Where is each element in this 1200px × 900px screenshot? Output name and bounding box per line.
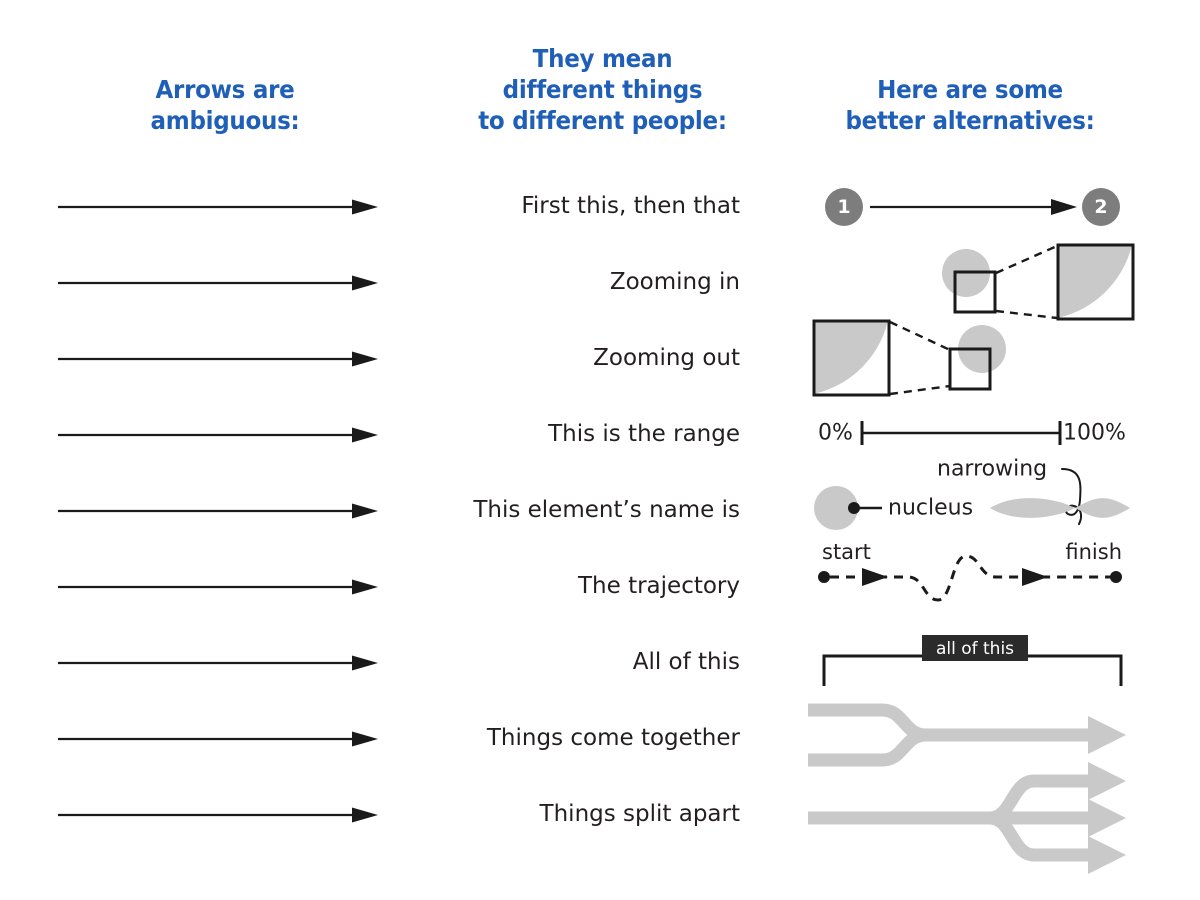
range-max-label: 100% <box>1063 421 1126 446</box>
path-finish-label: finish <box>1065 540 1122 564</box>
column-header-meanings-line3: to different people: <box>478 106 727 135</box>
column-header-alternatives-line2: better alternatives: <box>845 106 1095 135</box>
meaning-label-9: Things split apart <box>539 801 740 827</box>
meaning-label-6: The trajectory <box>578 573 740 599</box>
narrowing-leader-curve <box>1061 468 1083 525</box>
narrowing-lens-shapes <box>990 498 1130 518</box>
span-chip-label: all of this <box>936 639 1014 659</box>
split-arrowhead-top <box>1088 762 1126 800</box>
path-finish-dot <box>1110 571 1122 583</box>
alternative-leader-line-labels: nucleus narrowing <box>800 454 1145 534</box>
column-header-ambiguous: Arrows are ambiguous: <box>73 74 377 136</box>
column-header-ambiguous-line2: ambiguous: <box>150 106 300 135</box>
ambiguous-arrow-8 <box>58 728 378 750</box>
meaning-label-8: Things come together <box>486 725 740 751</box>
zoom-in-detail-frame <box>953 270 997 314</box>
zoom-out-connector-lines <box>889 320 951 396</box>
narrowing-label: narrowing <box>937 457 1047 482</box>
merge-branch-bottom <box>808 728 1090 767</box>
meaning-label-3: Zooming out <box>593 345 740 371</box>
zoom-out-magnified-frame <box>812 319 891 397</box>
path-trajectory-line <box>830 554 1114 602</box>
sequence-arrowhead <box>1051 199 1077 215</box>
ambiguous-arrow-1 <box>58 196 378 218</box>
alternative-merge-arrows <box>800 695 1145 770</box>
split-arrowhead-middle <box>1088 799 1126 837</box>
step-circle-2-label: 2 <box>1094 196 1107 218</box>
meaning-label-5: This element’s name is <box>473 497 740 523</box>
zoom-in-connector-lines <box>995 244 1058 320</box>
alternative-span-bracket: all of this <box>800 630 1145 686</box>
column-header-meanings: They mean different things to different … <box>448 43 756 136</box>
column-header-alternatives: Here are some better alternatives: <box>814 74 1127 136</box>
path-start-label: start <box>822 540 871 564</box>
column-header-meanings-line2: different things <box>502 75 703 104</box>
meaning-label-2: Zooming in <box>609 269 740 295</box>
column-header-ambiguous-line1: Arrows are <box>155 75 295 104</box>
meaning-label-4: This is the range <box>548 421 740 447</box>
split-arrowhead-bottom <box>1088 836 1126 874</box>
ambiguous-arrow-2 <box>58 272 378 294</box>
path-arrowhead-1 <box>862 568 888 586</box>
alternative-zoom-in-callout <box>800 242 1145 321</box>
column-header-alternatives-line1: Here are some <box>877 75 1063 104</box>
range-min-label: 0% <box>818 421 853 446</box>
column-header-meanings-line1: They mean <box>532 44 673 73</box>
alternative-split-arrows <box>800 762 1145 874</box>
ambiguous-arrow-7 <box>58 652 378 674</box>
nucleus-anchor-dot <box>848 502 860 514</box>
path-arrowhead-2 <box>1022 568 1048 586</box>
alternative-dashed-path: start finish <box>800 538 1145 608</box>
step-circle-2 <box>1082 188 1120 226</box>
ambiguous-arrow-6 <box>58 576 378 598</box>
ambiguous-arrow-9 <box>58 804 378 826</box>
ambiguous-arrow-5 <box>58 500 378 522</box>
merge-arrowhead <box>1088 716 1126 754</box>
meaning-label-1: First this, then that <box>521 193 740 219</box>
ambiguous-arrow-3 <box>58 348 378 370</box>
alternative-numbered-sequence: 1 2 <box>800 184 1145 230</box>
step-circle-1-label: 1 <box>837 196 850 218</box>
span-chip-background <box>922 635 1028 661</box>
nucleus-label: nucleus <box>888 496 973 521</box>
meaning-label-7: All of this <box>632 649 740 675</box>
nucleus-blob <box>814 486 858 530</box>
split-branch-bottom <box>808 811 1090 862</box>
path-start-dot <box>818 571 830 583</box>
alternative-range-bar: 0% 100% <box>800 412 1145 454</box>
zoom-out-detail-frame <box>948 347 992 391</box>
zoom-in-magnified-frame <box>1056 243 1135 321</box>
step-circle-1 <box>825 188 863 226</box>
ambiguous-arrow-4 <box>58 424 378 446</box>
alternative-zoom-out-callout <box>800 318 1145 398</box>
